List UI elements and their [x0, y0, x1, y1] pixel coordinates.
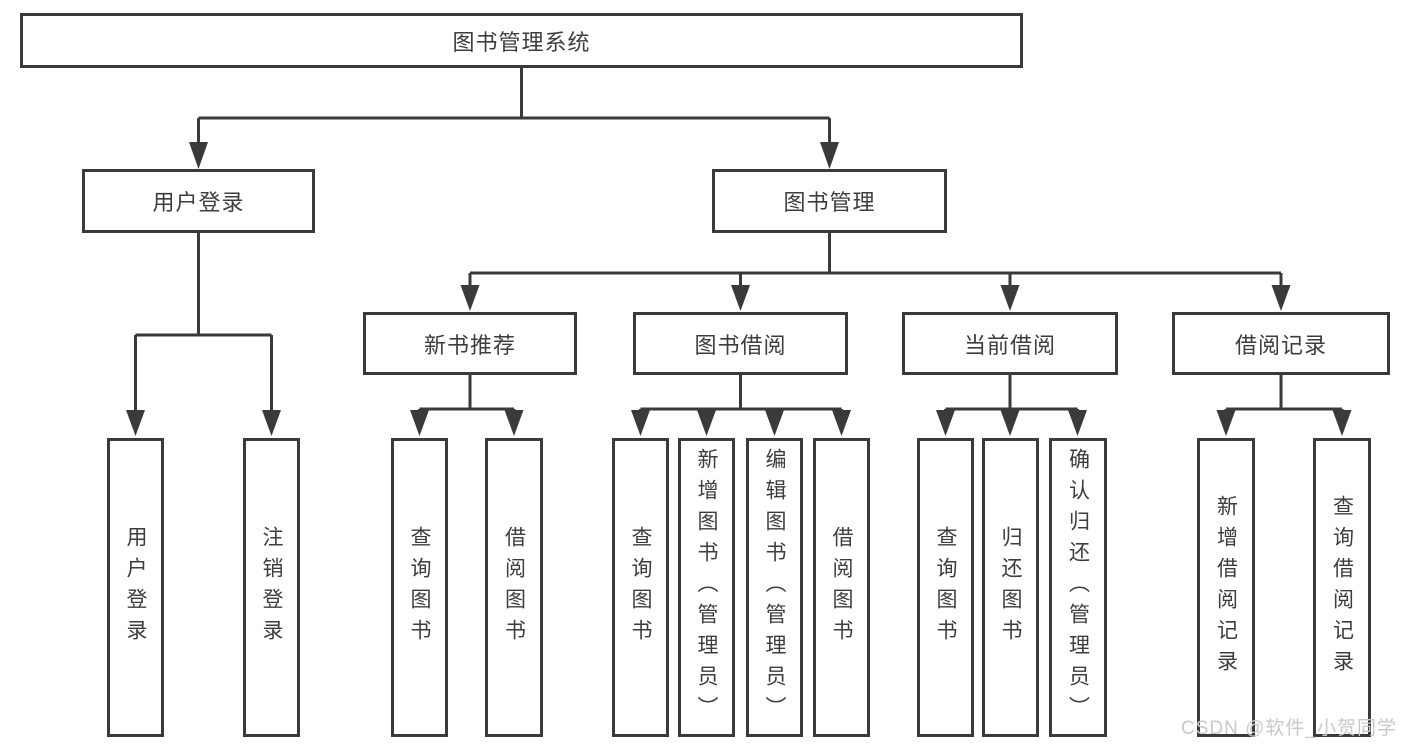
- leaf-label: 查询图书: [629, 525, 652, 650]
- leaf-confirm-return-admin: 确认归还（管理员）: [1049, 438, 1107, 737]
- node-label: 图书管理: [783, 190, 876, 215]
- leaf-label: 借阅图书: [502, 525, 526, 650]
- leaf-borrow-books: 借阅图书: [813, 438, 870, 737]
- arrow-down-icon: [936, 410, 955, 436]
- connector-root-to-level2: [189, 68, 839, 169]
- node-user-login: 用户登录: [82, 169, 315, 233]
- node-label: 图书管理系统: [452, 29, 591, 55]
- connector-book-management-to-level3: [460, 233, 1291, 311]
- leaf-query-books-recommend: 查询图书: [391, 438, 448, 737]
- leaf-borrow-books-recommend: 借阅图书: [485, 438, 543, 737]
- connector-current-borrow-to-leaves: [936, 375, 1087, 436]
- arrow-down-icon: [1068, 410, 1087, 436]
- leaf-label: 归还图书: [999, 525, 1022, 650]
- leaf-label: 新增图书（管理员）: [695, 448, 718, 727]
- node-book-borrow: 图书借阅: [633, 312, 848, 375]
- node-label: 新书推荐: [423, 332, 516, 358]
- arrow-down-icon: [1271, 285, 1291, 311]
- leaf-label: 借阅图书: [830, 525, 853, 650]
- leaf-label: 查询图书: [934, 525, 957, 650]
- connector-new-book-recommend-to-leaves: [410, 375, 524, 436]
- arrow-down-icon: [631, 410, 650, 436]
- node-current-borrow: 当前借阅: [902, 312, 1118, 375]
- node-label: 当前借阅: [963, 332, 1056, 358]
- arrow-down-icon: [1000, 285, 1020, 311]
- leaf-label: 编辑图书（管理员）: [763, 448, 786, 727]
- node-label: 借阅记录: [1234, 332, 1327, 358]
- leaf-query-books-current: 查询图书: [917, 438, 974, 737]
- arrow-down-icon: [1000, 410, 1020, 436]
- node-book-management: 图书管理: [712, 169, 947, 233]
- node-borrow-records: 借阅记录: [1172, 312, 1390, 375]
- arrow-down-icon: [697, 410, 716, 436]
- node-label: 用户登录: [152, 190, 245, 215]
- connector-book-borrow-to-leaves: [631, 375, 851, 436]
- arrow-down-icon: [731, 285, 750, 311]
- arrow-down-icon: [1216, 410, 1236, 436]
- leaf-label: 查询借阅记录: [1330, 494, 1354, 681]
- arrow-down-icon: [410, 410, 429, 436]
- arrow-down-icon: [832, 410, 851, 436]
- arrow-down-icon: [460, 285, 480, 311]
- leaf-logout: 注销登录: [243, 438, 300, 737]
- arrow-down-icon: [262, 410, 281, 436]
- node-library-management-system: 图书管理系统: [20, 13, 1023, 68]
- csdn-watermark: CSDN @软件_小贺同学: [1181, 718, 1397, 739]
- leaf-query-borrow-record: 查询借阅记录: [1313, 438, 1371, 737]
- connector-user-login-to-leaves: [126, 233, 281, 436]
- connector-borrow-records-to-leaves: [1216, 375, 1352, 436]
- leaf-edit-books-admin: 编辑图书（管理员）: [746, 438, 803, 737]
- arrow-down-icon: [189, 142, 208, 169]
- node-label: 图书借阅: [694, 332, 787, 358]
- leaf-query-books-borrow: 查询图书: [612, 438, 669, 737]
- leaf-label: 查询图书: [408, 525, 431, 650]
- leaf-return-books: 归还图书: [982, 438, 1039, 737]
- node-new-book-recommend: 新书推荐: [363, 312, 577, 375]
- leaf-label: 注销登录: [260, 525, 283, 650]
- leaf-label: 新增借阅记录: [1214, 494, 1238, 681]
- arrow-down-icon: [765, 410, 784, 436]
- leaf-add-borrow-record: 新增借阅记录: [1197, 438, 1255, 737]
- leaf-label: 用户登录: [124, 525, 147, 650]
- leaf-user-login: 用户登录: [107, 438, 164, 737]
- leaf-add-books-admin: 新增图书（管理员）: [678, 438, 735, 737]
- arrow-down-icon: [126, 410, 145, 436]
- arrow-down-icon: [504, 410, 524, 436]
- leaf-label: 确认归还（管理员）: [1066, 448, 1090, 727]
- arrow-down-icon: [1332, 410, 1352, 436]
- arrow-down-icon: [820, 142, 839, 169]
